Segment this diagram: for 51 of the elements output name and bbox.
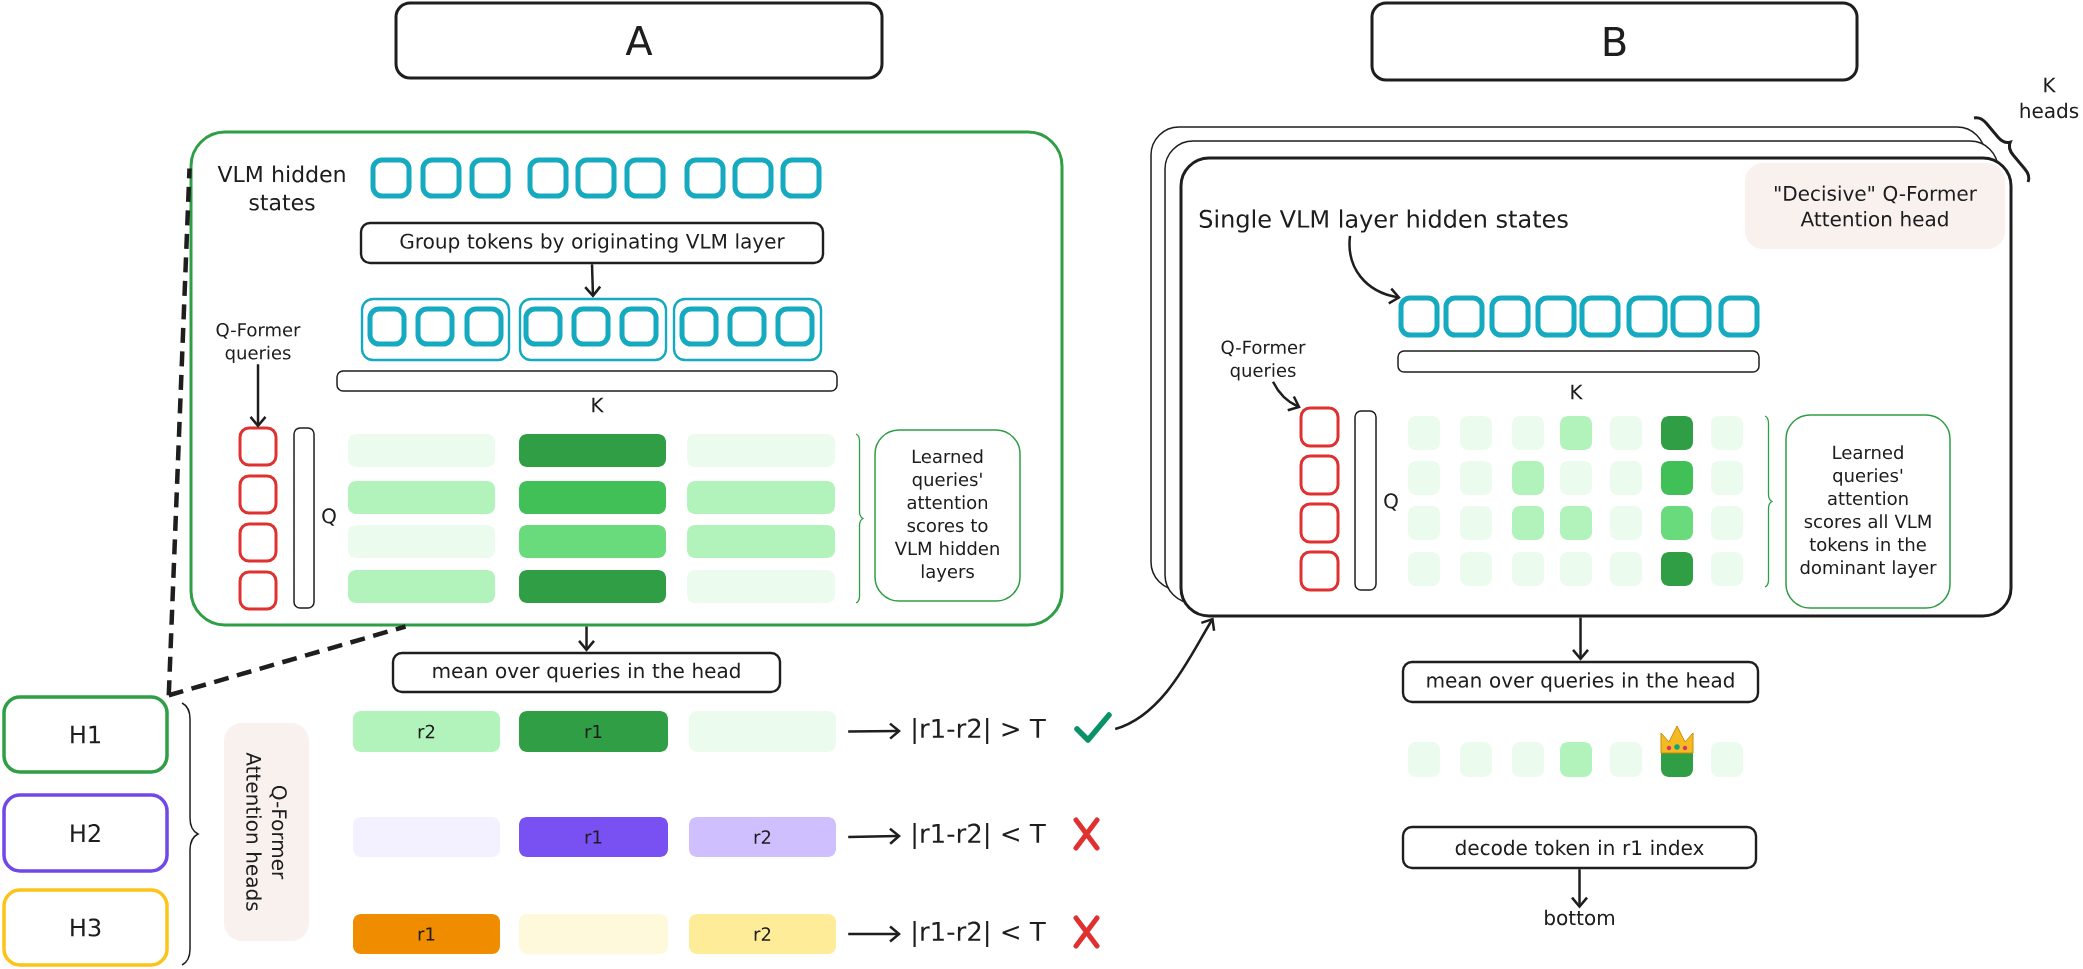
process-box: mean over queries in the head	[1401, 660, 1760, 704]
token-group-box	[360, 297, 511, 362]
leader-line	[1271, 381, 1301, 412]
condition-text: |r1-r2| < T	[913, 921, 1046, 947]
condition-text: |r1-r2| > T	[913, 718, 1046, 744]
note-box: Learned queries' attention scores all VLM tokens in the dominant layer	[1785, 414, 1951, 609]
head-box: H3	[2, 888, 169, 967]
arrow	[848, 827, 901, 845]
arrow	[578, 626, 595, 652]
token-row	[1398, 295, 1760, 338]
head-box: H2	[2, 793, 169, 873]
condition-text: |r1-r2| < T	[913, 823, 1046, 849]
tag-box: "Decisive" Q-Former Attention head	[1745, 163, 2005, 249]
arrow	[1572, 617, 1589, 661]
stack-label: K heads	[2020, 77, 2079, 119]
bar-label: Q	[1384, 493, 1398, 511]
score-bar: r2	[689, 817, 836, 857]
output-text: bottom	[1545, 909, 1614, 926]
title-box: B	[1370, 1, 1859, 82]
process-box: mean over queries in the head	[391, 651, 782, 694]
annotation-text: Q-Former queries	[1221, 340, 1306, 381]
note-box: Learned queries' attention scores to VLM hidden layers	[874, 429, 1021, 602]
head-box: H1	[2, 695, 169, 774]
annotation-text: Single VLM layer hidden states	[1199, 209, 1568, 233]
query-column	[238, 426, 278, 611]
leader-line	[249, 364, 267, 428]
row-label: VLM hidden states	[217, 165, 345, 211]
score-bar: r2	[353, 711, 500, 752]
arrow	[848, 722, 901, 740]
curved-arrow	[1114, 617, 1216, 731]
token-group-box	[518, 297, 668, 362]
score-bar: r1	[519, 817, 668, 857]
arrow	[848, 925, 901, 943]
token-group-box	[672, 297, 823, 362]
tag-box: Q-Former Attention heads	[224, 723, 309, 941]
query-column	[1299, 406, 1340, 592]
score-bar: r1	[519, 711, 668, 752]
score-bar: r1	[353, 914, 500, 954]
token-row	[370, 157, 822, 199]
arrow	[1571, 869, 1588, 909]
leader-line	[1348, 235, 1401, 305]
bar-label: K	[1571, 384, 1583, 400]
arrow	[584, 264, 602, 298]
checkmark-icon	[1074, 712, 1112, 743]
dashed-line	[166, 168, 192, 696]
process-box: Group tokens by originating VLM layer	[359, 221, 825, 265]
score-bar: r2	[689, 914, 836, 954]
annotation-text: Q-Former queries	[216, 322, 301, 364]
process-box: decode token in r1 index	[1401, 825, 1758, 870]
title-box: A	[394, 1, 884, 80]
score-bar	[519, 914, 668, 954]
